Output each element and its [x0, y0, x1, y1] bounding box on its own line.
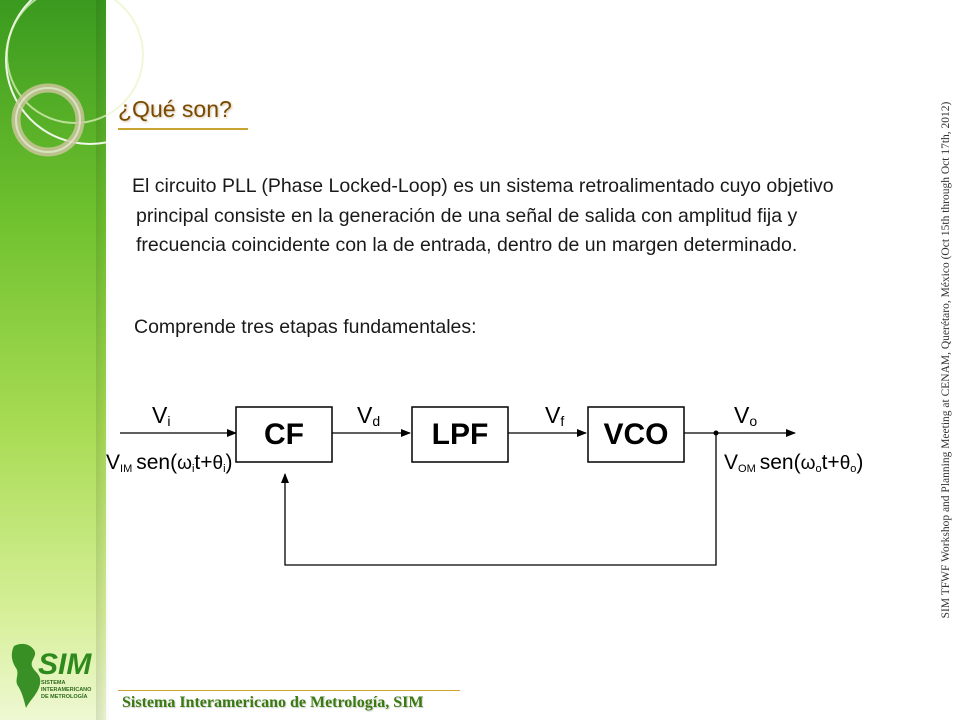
feedback-loop — [281, 433, 717, 566]
signal-vf: Vf — [545, 402, 564, 429]
footer-organization: Sistema Interamericano de Metrología, SI… — [122, 694, 424, 711]
block-cf-label: CF — [264, 418, 304, 451]
footer-rule — [118, 690, 460, 691]
block-cf — [235, 406, 333, 463]
signal-vo: Vo — [734, 402, 757, 429]
block-vco — [587, 406, 685, 463]
stages-intro: Comprende tres etapas fundamentales: — [134, 316, 477, 338]
title-underline — [118, 128, 248, 130]
sim-logo: SIM SISTEMA INTERAMERICANO DE METROLOGÍA — [11, 643, 92, 708]
slide-title: ¿Qué son? — [118, 96, 232, 122]
americas-map-icon — [11, 643, 41, 708]
block-lpf — [411, 406, 509, 463]
logo-text: SIM — [38, 648, 92, 681]
logo-subtext-2: INTERAMERICANO — [41, 687, 92, 693]
logo-subtext-3: DE METROLOGÍA — [41, 692, 87, 700]
signal-vd: Vd — [357, 402, 380, 429]
decorative-rings — [5, 0, 175, 157]
block-lpf-label: LPF — [432, 418, 489, 451]
description-paragraph: El circuito PLL (Phase Locked-Loop) es u… — [132, 175, 834, 256]
logo-subtext-1: SISTEMA — [41, 680, 65, 686]
sidebar-shadow — [96, 0, 110, 720]
block-vco-label: VCO — [603, 418, 668, 451]
signal-vi: Vi — [152, 402, 170, 429]
